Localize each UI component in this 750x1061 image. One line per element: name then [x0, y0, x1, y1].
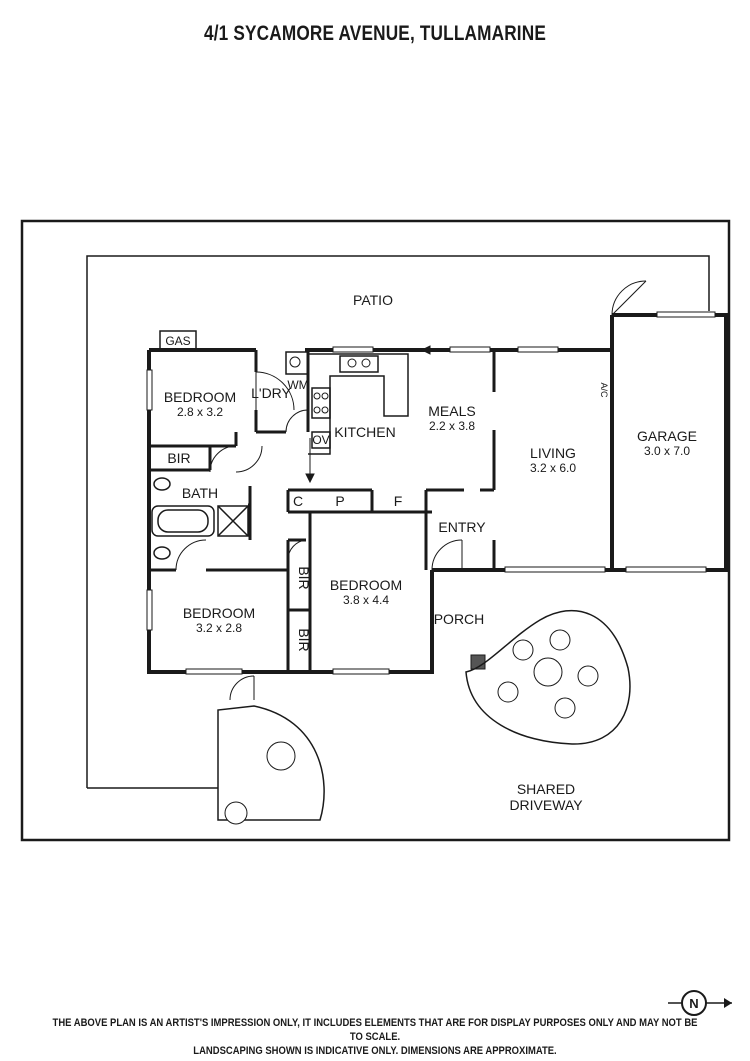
garage-label: GARAGE [637, 428, 697, 444]
gas-label: GAS [165, 334, 190, 348]
disclaimer-line-2: LANDSCAPING SHOWN IS INDICATIVE ONLY. DI… [193, 1045, 557, 1057]
kitchen-label: KITCHEN [334, 424, 395, 440]
driveway-label-1: SHARED [517, 781, 575, 797]
garden-bed [465, 609, 631, 745]
bedroom1-dims: 2.8 x 3.2 [177, 405, 223, 419]
ov-label: OV [312, 433, 329, 447]
internal-walls [149, 350, 496, 672]
site-boundary [20, 219, 731, 842]
patio-label: PATIO [353, 292, 393, 308]
disclaimer: THE ABOVE PLAN IS AN ARTIST'S IMPRESSION… [53, 1016, 698, 1058]
front-garden [217, 705, 325, 821]
p-label: P [335, 493, 344, 509]
garage-dims: 3.0 x 7.0 [644, 444, 690, 458]
north-compass: N [668, 990, 732, 1016]
laundry-label: L'DRY [251, 385, 291, 401]
porch-label: PORCH [434, 611, 485, 627]
bir2-label: BIR [296, 566, 312, 589]
living-label: LIVING [530, 445, 576, 461]
living-dims: 3.2 x 6.0 [530, 461, 576, 475]
compass-n: N [689, 996, 698, 1011]
patio-fence [86, 255, 710, 788]
bedroom2-label: BEDROOM [330, 577, 402, 593]
ac-label: A/C [599, 382, 609, 398]
driveway-label-2: DRIVEWAY [509, 797, 583, 813]
f-label: F [394, 493, 403, 509]
bedroom3-label: BEDROOM [183, 605, 255, 621]
wm-label: WM [287, 378, 308, 392]
shrubs [497, 629, 599, 719]
meals-dims: 2.2 x 3.8 [429, 419, 475, 433]
arrows [305, 345, 450, 484]
bedroom1-label: BEDROOM [164, 389, 236, 405]
bath-fixtures [151, 477, 249, 560]
bedroom2-dims: 3.8 x 4.4 [343, 593, 389, 607]
doors [175, 280, 647, 701]
kitchen-benches [285, 351, 409, 455]
c-label: C [293, 493, 303, 509]
windows [146, 311, 716, 675]
trees [224, 741, 296, 825]
bir3-label: BIR [296, 628, 312, 651]
bedroom3-dims: 3.2 x 2.8 [196, 621, 242, 635]
meals-label: MEALS [428, 403, 475, 419]
kitchen-fixtures [289, 356, 371, 414]
page-title: 4/1 SYCAMORE AVENUE, TULLAMARINE [203, 22, 547, 45]
entry-label: ENTRY [438, 519, 486, 535]
bath-label: BATH [182, 485, 218, 501]
disclaimer-line-1: THE ABOVE PLAN IS AN ARTIST'S IMPRESSION… [52, 1017, 698, 1043]
bir1-label: BIR [167, 450, 190, 466]
